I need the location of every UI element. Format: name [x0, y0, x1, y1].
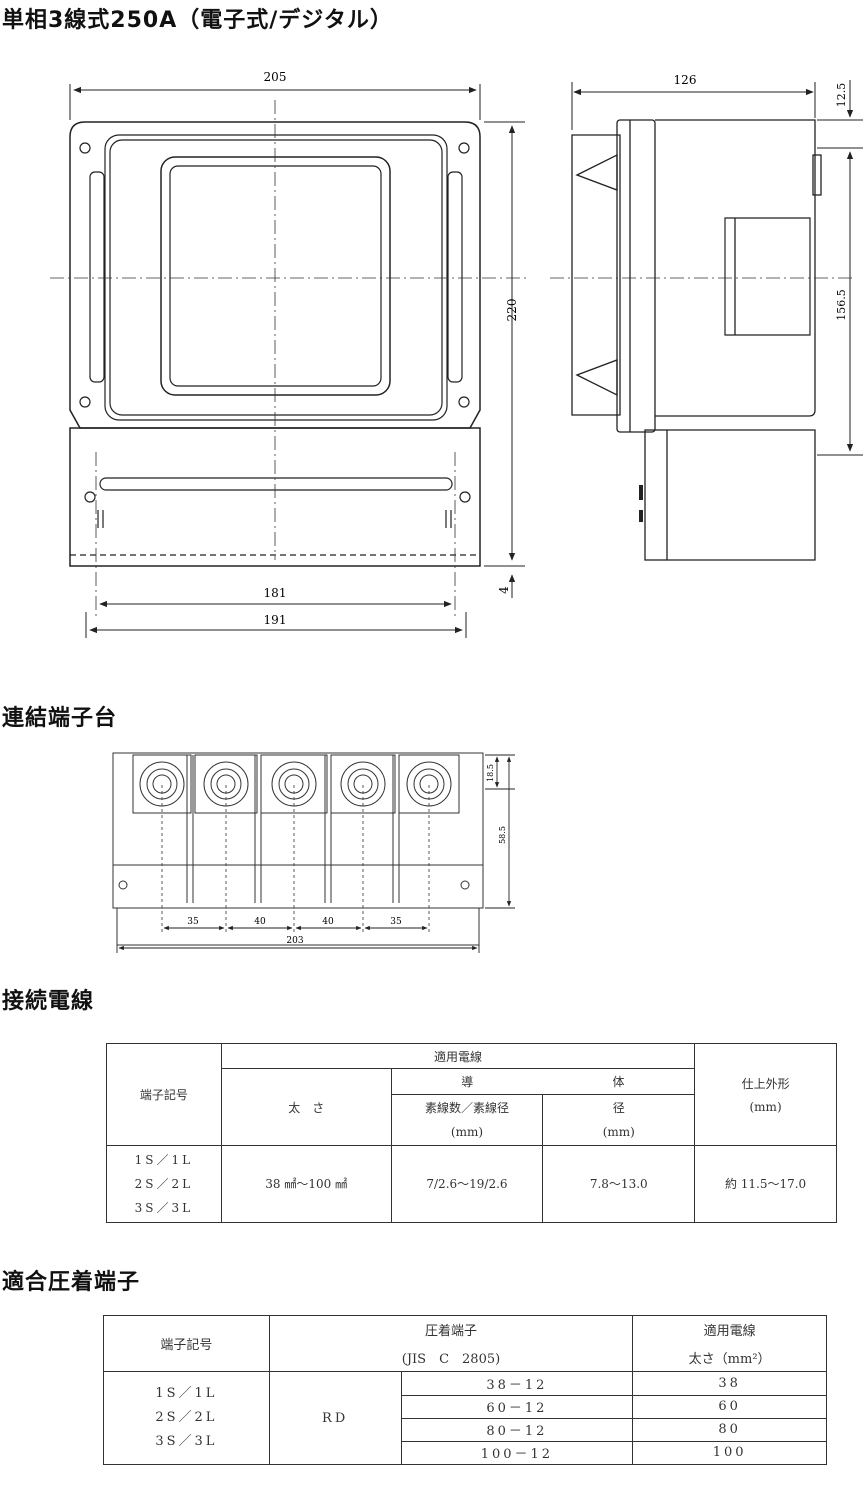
block-total-label: 203 — [286, 936, 303, 946]
terminal-block-heading: 連結端子台 — [2, 706, 118, 731]
wire-header-conductor-left: 導 — [390, 1068, 543, 1095]
wire-terminal-cell: 1S／1L 2S／2L 3S／3L — [106, 1144, 222, 1224]
wires-heading: 接続電線 — [2, 989, 95, 1014]
main-title: 単相3線式250A（電子式/デジタル） — [2, 8, 393, 33]
crimp-size-3: 80 — [632, 1417, 827, 1442]
crimp-table: 端子記号 圧着端子 適用電線 (JIS C 2805) 太さ（mm²） 1S／1… — [103, 1314, 827, 1466]
wire-terminal-3: 3S／3L — [134, 1200, 194, 1215]
front-4-label: 4 — [497, 586, 511, 594]
crimp-spec-3: 80－12 — [400, 1417, 634, 1442]
crimp-header-wire-unit: 太さ（mm²） — [632, 1343, 827, 1373]
crimp-terminal-3: 3S／3L — [155, 1434, 218, 1450]
crimp-heading: 適合圧着端子 — [2, 1270, 141, 1295]
crimp-header-terminal: 端子記号 — [103, 1314, 270, 1373]
front-width-label: 205 — [264, 70, 287, 84]
wire-header-diameter-unit: (mm) — [542, 1119, 696, 1146]
wire-header-conductor-right: 体 — [542, 1068, 696, 1095]
crimp-header-crimp: 圧着端子 — [268, 1314, 634, 1344]
crimp-size-4: 100 — [632, 1440, 827, 1466]
wire-terminal-2: 2S／2L — [134, 1176, 194, 1191]
wire-size-value: 38 ㎟～100 ㎟ — [220, 1144, 392, 1224]
pitch-label-1: 35 — [187, 917, 199, 927]
wire-header-outer-label: 仕上外形 — [741, 1076, 790, 1091]
crimp-size-2: 60 — [632, 1394, 827, 1419]
wire-strands-value: 7/2.6～19/2.6 — [390, 1144, 544, 1224]
wire-header-size: 太 さ — [220, 1068, 392, 1146]
side-depth-label: 126 — [674, 73, 697, 87]
crimp-header-wire: 適用電線 — [632, 1314, 827, 1344]
crimp-terminal-1: 1S／1L — [155, 1386, 218, 1402]
wire-diameter-value: 7.8～13.0 — [542, 1144, 696, 1224]
crimp-spec-2: 60－12 — [400, 1394, 634, 1419]
wire-header-outer: 仕上外形 (mm) — [694, 1043, 837, 1146]
front-181-label: 181 — [264, 586, 287, 600]
front-191-label: 191 — [264, 613, 287, 627]
crimp-header-std: (JIS C 2805) — [268, 1343, 634, 1373]
wire-header-strands: 素線数／素線径 — [390, 1093, 544, 1120]
crimp-terminal-2: 2S／2L — [155, 1410, 218, 1426]
wire-header-diameter: 径 — [542, 1093, 696, 1120]
crimp-size-1: 38 — [632, 1371, 827, 1396]
block-58-5-label: 58.5 — [498, 826, 507, 844]
wire-header-strands-unit: (mm) — [390, 1119, 544, 1146]
wire-table: 端子記号 適用電線 仕上外形 (mm) 太 さ 導 体 素線数／素線径 径 (m… — [106, 1042, 837, 1224]
pitch-label-2: 40 — [254, 917, 266, 927]
wire-header-applicable: 適用電線 — [220, 1042, 696, 1070]
side-view-drawing: 126 12.5 156.5 — [550, 73, 863, 561]
wire-header-outer-unit: (mm) — [749, 1099, 782, 1114]
crimp-spec-4: 100－12 — [400, 1440, 634, 1466]
terminal-block-drawing: 35 40 40 35 203 18.5 58.5 — [112, 752, 515, 953]
wire-terminal-1: 1S／1L — [134, 1152, 194, 1167]
side-12-5-label: 12.5 — [835, 83, 848, 108]
crimp-terminal-cell: 1S／1L 2S／2L 3S／3L — [103, 1371, 270, 1465]
block-18-5-label: 18.5 — [486, 764, 495, 782]
pitch-label-4: 35 — [390, 917, 402, 927]
side-156-5-label: 156.5 — [835, 289, 848, 321]
crimp-spec-1: 38－12 — [400, 1371, 634, 1396]
wire-outer-value: 約 11.5～17.0 — [694, 1144, 837, 1224]
wire-header-terminal: 端子記号 — [106, 1043, 222, 1146]
pitch-label-3: 40 — [322, 917, 334, 927]
crimp-type: RD — [268, 1371, 402, 1465]
front-height-label: 220 — [505, 299, 519, 322]
front-view-drawing: 205 220 181 191 4 — [50, 70, 530, 638]
